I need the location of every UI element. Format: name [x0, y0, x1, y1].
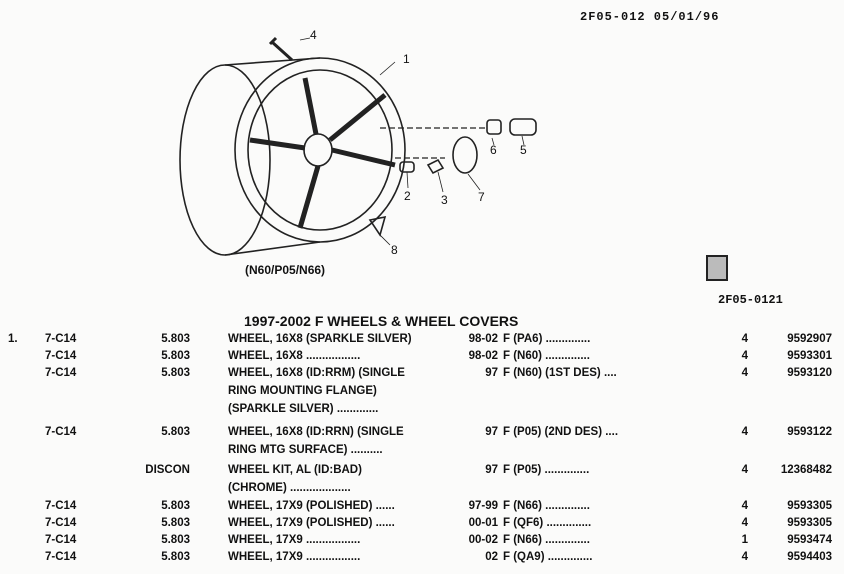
cell-grp: 5.803: [161, 534, 190, 546]
cell-qty: 4: [741, 517, 748, 529]
cell-code: 7-C14: [45, 534, 77, 546]
cell-yr: 97-99: [468, 500, 498, 512]
cell-app: F (N66) ..............: [503, 500, 590, 512]
cell-desc: WHEEL, 16X8 .................: [228, 350, 361, 362]
table-row: 7-C14 5.803 WHEEL, 16X8 (ID:RRN) (SINGLE 97…: [0, 426, 844, 443]
cell-code: 7-C14: [45, 500, 77, 512]
cell-qty: 4: [741, 333, 748, 345]
cell-grp: DISCON: [145, 464, 190, 476]
cell-grp: 5.803: [161, 350, 190, 362]
cell-qty: 4: [741, 464, 748, 476]
lock-part: [509, 118, 537, 136]
table-row: 7-C14 5.803 WHEEL, 17X9 ................. 0…: [0, 534, 844, 551]
cell-part: 12368482: [780, 464, 832, 476]
callout-4: 4: [310, 28, 317, 42]
cell-qty: 4: [741, 551, 748, 563]
cell-code: 7-C14: [45, 426, 77, 438]
table-row: 7-C14 5.803 WHEEL, 17X9 (POLISHED) ...... 0…: [0, 517, 844, 534]
cell-grp: 5.803: [161, 367, 190, 379]
callout-7: 7: [478, 190, 485, 204]
cell-app: F (N60) ..............: [503, 350, 590, 362]
cell-code: 7-C14: [45, 350, 77, 362]
table-row: DISCON WHEEL KIT, AL (ID:BAD) 97 F (P05) ..…: [0, 464, 844, 481]
cell-code: 7-C14: [45, 367, 77, 379]
cell-app: F (N60) (1ST DES) ....: [503, 367, 617, 379]
callout-3: 3: [441, 193, 448, 207]
cell-desc: WHEEL, 16X8 (ID:RRM) (SINGLE: [228, 367, 405, 379]
table-row: (SPARKLE SILVER) .............: [0, 403, 844, 420]
cell-desc: (CHROME) ...................: [228, 482, 351, 494]
cell-qty: 4: [741, 500, 748, 512]
wheel-exploded-diagram: [179, 36, 537, 256]
cell-desc: WHEEL, 16X8 (ID:RRN) (SINGLE: [228, 426, 404, 438]
cell-yr: 98-02: [468, 350, 498, 362]
cell-grp: 5.803: [161, 333, 190, 345]
cell-yr: 98-02: [468, 333, 498, 345]
table-row: 7-C14 5.803 WHEEL, 17X9 ................. 0…: [0, 551, 844, 568]
callout-5: 5: [520, 143, 527, 157]
table-row: (CHROME) ...................: [0, 482, 844, 499]
table-row: 7-C14 5.803 WHEEL, 16X8 ................. 9…: [0, 350, 844, 367]
cell-idx: 1.: [8, 333, 18, 345]
center-cap-part: [452, 136, 478, 174]
table-row: 1. 7-C14 5.803 WHEEL, 16X8 (SPARKLE SILVER)…: [0, 333, 844, 350]
cell-part: 9593474: [787, 534, 832, 546]
cell-app: F (PA6) ..............: [503, 333, 591, 345]
cell-grp: 5.803: [161, 551, 190, 563]
cell-grp: 5.803: [161, 517, 190, 529]
cell-desc: (SPARKLE SILVER) .............: [228, 403, 379, 415]
cell-desc: WHEEL, 17X9 (POLISHED) ......: [228, 500, 395, 512]
diagram-reference: 2F05-0121: [718, 293, 783, 307]
callout-8: 8: [391, 243, 398, 257]
callout-1: 1: [403, 52, 410, 66]
cell-app: F (P05) (2ND DES) ....: [503, 426, 619, 438]
cell-desc: RING MTG SURFACE) ..........: [228, 444, 383, 456]
cell-qty: 4: [741, 426, 748, 438]
cell-desc: WHEEL KIT, AL (ID:BAD): [228, 464, 362, 476]
cell-code: 7-C14: [45, 517, 77, 529]
callout-6: 6: [490, 143, 497, 157]
cell-app: F (QF6) ..............: [503, 517, 592, 529]
cell-yr: 00-02: [468, 534, 498, 546]
cell-desc: WHEEL, 17X9 (POLISHED) ......: [228, 517, 395, 529]
table-row: 7-C14 5.803 WHEEL, 16X8 (ID:RRM) (SINGLE 97…: [0, 367, 844, 384]
cell-yr: 97: [485, 464, 498, 476]
table-row: RING MTG SURFACE) ..........: [0, 444, 844, 461]
cell-desc: WHEEL, 17X9 .................: [228, 534, 361, 546]
cell-desc: RING MOUNTING FLANGE): [228, 385, 377, 397]
cell-code: 7-C14: [45, 333, 77, 345]
cell-part: 9593305: [787, 517, 832, 529]
page-header: 2F05-012 05/01/96: [580, 10, 720, 24]
cell-code: 7-C14: [45, 551, 77, 563]
table-row: RING MOUNTING FLANGE): [0, 385, 844, 402]
cell-qty: 4: [741, 367, 748, 379]
cell-app: F (QA9) ..............: [503, 551, 593, 563]
wheel-rim-front: [234, 57, 406, 243]
cell-part: 9594403: [787, 551, 832, 563]
cell-app: F (P05) ..............: [503, 464, 590, 476]
cell-qty: 1: [741, 534, 748, 546]
cell-part: 9593122: [787, 426, 832, 438]
cell-desc: WHEEL, 16X8 (SPARKLE SILVER): [228, 333, 412, 345]
section-title: 1997-2002 F WHEELS & WHEEL COVERS: [244, 313, 519, 329]
diagram-caption: (N60/P05/N66): [245, 263, 326, 277]
wheel-rim-back: [179, 64, 271, 256]
cell-app: F (N66) ..............: [503, 534, 590, 546]
lug-nut-part: [486, 119, 502, 135]
cell-part: 9592907: [787, 333, 832, 345]
cell-yr: 97: [485, 367, 498, 379]
cell-part: 9593301: [787, 350, 832, 362]
cell-grp: 5.803: [161, 426, 190, 438]
cell-part: 9593120: [787, 367, 832, 379]
cell-part: 9593305: [787, 500, 832, 512]
cell-desc: WHEEL, 17X9 .................: [228, 551, 361, 563]
cell-qty: 4: [741, 350, 748, 362]
cell-grp: 5.803: [161, 500, 190, 512]
cell-yr: 02: [485, 551, 498, 563]
table-row: 7-C14 5.803 WHEEL, 17X9 (POLISHED) ...... 9…: [0, 500, 844, 517]
callout-2: 2: [404, 189, 411, 203]
cell-yr: 00-01: [468, 517, 498, 529]
document-stamp-icon: [706, 255, 728, 281]
cell-yr: 97: [485, 426, 498, 438]
